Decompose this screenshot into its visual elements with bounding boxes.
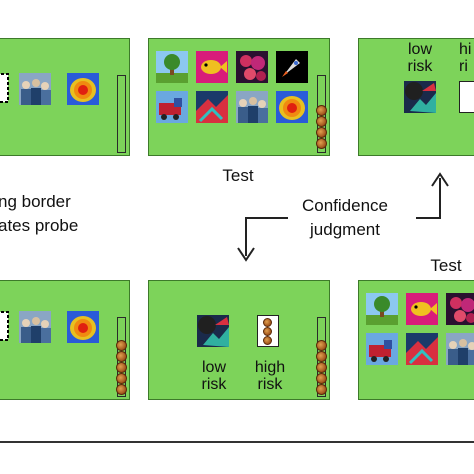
arrow-up-icon	[416, 172, 449, 219]
test-caption: Test	[430, 256, 462, 275]
coin-meter	[316, 317, 327, 397]
coin-icon	[316, 138, 327, 149]
abstract-icon	[406, 333, 438, 365]
coin-icon	[316, 105, 327, 116]
coin-meter	[316, 75, 327, 153]
coin-icon	[263, 318, 272, 327]
probe-icon	[0, 73, 9, 103]
coin-icon	[116, 384, 127, 395]
rocket-icon	[276, 51, 308, 83]
crowd-icon	[236, 91, 268, 123]
coin-icon	[316, 362, 327, 373]
tree-icon	[366, 293, 398, 325]
coin-meter	[116, 317, 127, 397]
divider-line	[0, 441, 474, 443]
heat-icon	[67, 73, 99, 105]
flower-icon	[236, 51, 268, 83]
abstract-icon	[196, 91, 228, 123]
fish-icon	[406, 293, 438, 325]
coin-icon	[116, 340, 127, 351]
coin-icon	[116, 362, 127, 373]
probe-box	[257, 315, 279, 347]
flower-icon	[446, 293, 474, 325]
panel-test-bottom	[358, 280, 474, 400]
heat-icon	[276, 91, 308, 123]
heat-icon	[67, 311, 99, 343]
tree-icon	[156, 51, 188, 83]
abstract-icon	[404, 81, 436, 113]
fish-icon	[196, 51, 228, 83]
coin-icon	[316, 340, 327, 351]
panel-study-top	[0, 38, 130, 156]
coin-icon	[316, 116, 327, 127]
coin-icon	[316, 373, 327, 384]
coin-meter	[117, 75, 126, 153]
coin-icon	[263, 327, 272, 336]
coin-icon	[316, 351, 327, 362]
test-caption: Test	[222, 166, 254, 185]
train-icon	[366, 333, 398, 365]
abstract-icon	[197, 315, 229, 347]
coin-icon	[316, 384, 327, 395]
probe-icon	[0, 311, 9, 341]
arrow-down-icon	[237, 217, 288, 262]
probe-box	[459, 81, 474, 113]
panel-test-top	[148, 38, 330, 156]
crowd-icon	[19, 73, 51, 105]
train-icon	[156, 91, 188, 123]
panel-study-bottom	[0, 280, 130, 400]
coin-icon	[316, 127, 327, 138]
crowd-icon	[446, 333, 474, 365]
coin-icon	[116, 373, 127, 384]
crowd-icon	[19, 311, 51, 343]
coin-icon	[116, 351, 127, 362]
coin-icon	[263, 336, 272, 345]
